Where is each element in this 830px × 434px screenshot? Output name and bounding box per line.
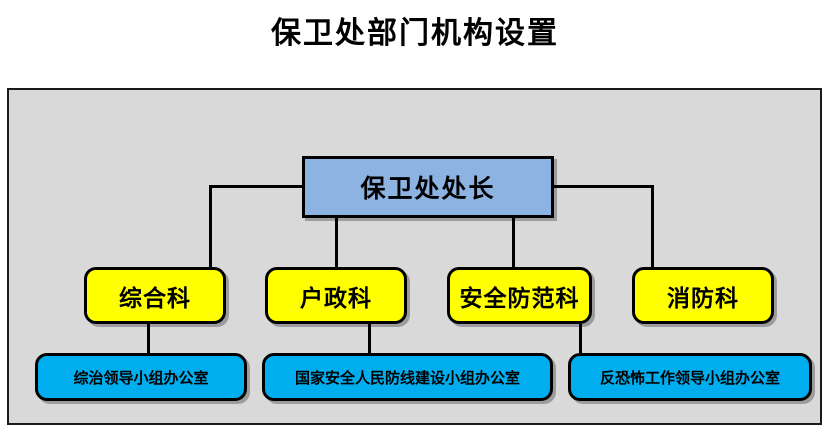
connector-root-to-dept-4-horizontal <box>554 185 654 188</box>
node-dept-household-administration[interactable]: 户政科 <box>265 267 407 324</box>
node-dept-general-affairs[interactable]: 综合科 <box>84 267 226 324</box>
connector-dept-2-to-office-2 <box>368 324 371 353</box>
node-office-2-label: 国家安全人民防线建设小组办公室 <box>294 368 520 387</box>
page-title: 保卫处部门机构设置 <box>271 16 559 51</box>
connector-root-to-dept-1-vertical <box>209 185 212 270</box>
node-dept-3-label: 安全防范科 <box>459 284 580 312</box>
node-office-national-security-peoples-defense-line[interactable]: 国家安全人民防线建设小组办公室 <box>262 353 553 401</box>
connector-dept-1-to-office-1 <box>147 324 150 353</box>
node-dept-1-label: 综合科 <box>119 284 191 312</box>
connector-root-to-dept-1-horizontal <box>209 185 302 188</box>
node-root-label: 保卫处处长 <box>360 174 496 203</box>
node-office-1-label: 综治领导小组办公室 <box>73 368 209 387</box>
node-dept-security-prevention[interactable]: 安全防范科 <box>447 267 592 324</box>
connector-root-to-dept-2-vertical <box>335 218 338 270</box>
node-office-3-label: 反恐怖工作领导小组办公室 <box>599 368 780 387</box>
node-dept-fire-safety[interactable]: 消防科 <box>632 267 774 324</box>
node-dept-2-label: 户政科 <box>300 284 372 312</box>
node-office-comprehensive-governance[interactable]: 综治领导小组办公室 <box>35 353 247 401</box>
diagram-frame: 保卫处处长 综合科 户政科 安全防范科 消防科 综治领导小组办公室 国家安全人民… <box>7 88 822 425</box>
node-dept-4-label: 消防科 <box>667 284 739 312</box>
connector-root-to-dept-4-vertical <box>651 185 654 270</box>
connector-root-to-dept-3-vertical <box>512 218 515 270</box>
node-office-counter-terrorism[interactable]: 反恐怖工作领导小组办公室 <box>568 353 812 401</box>
connector-dept-3-to-office-3 <box>579 324 582 353</box>
node-root-security-director[interactable]: 保卫处处长 <box>302 156 554 218</box>
